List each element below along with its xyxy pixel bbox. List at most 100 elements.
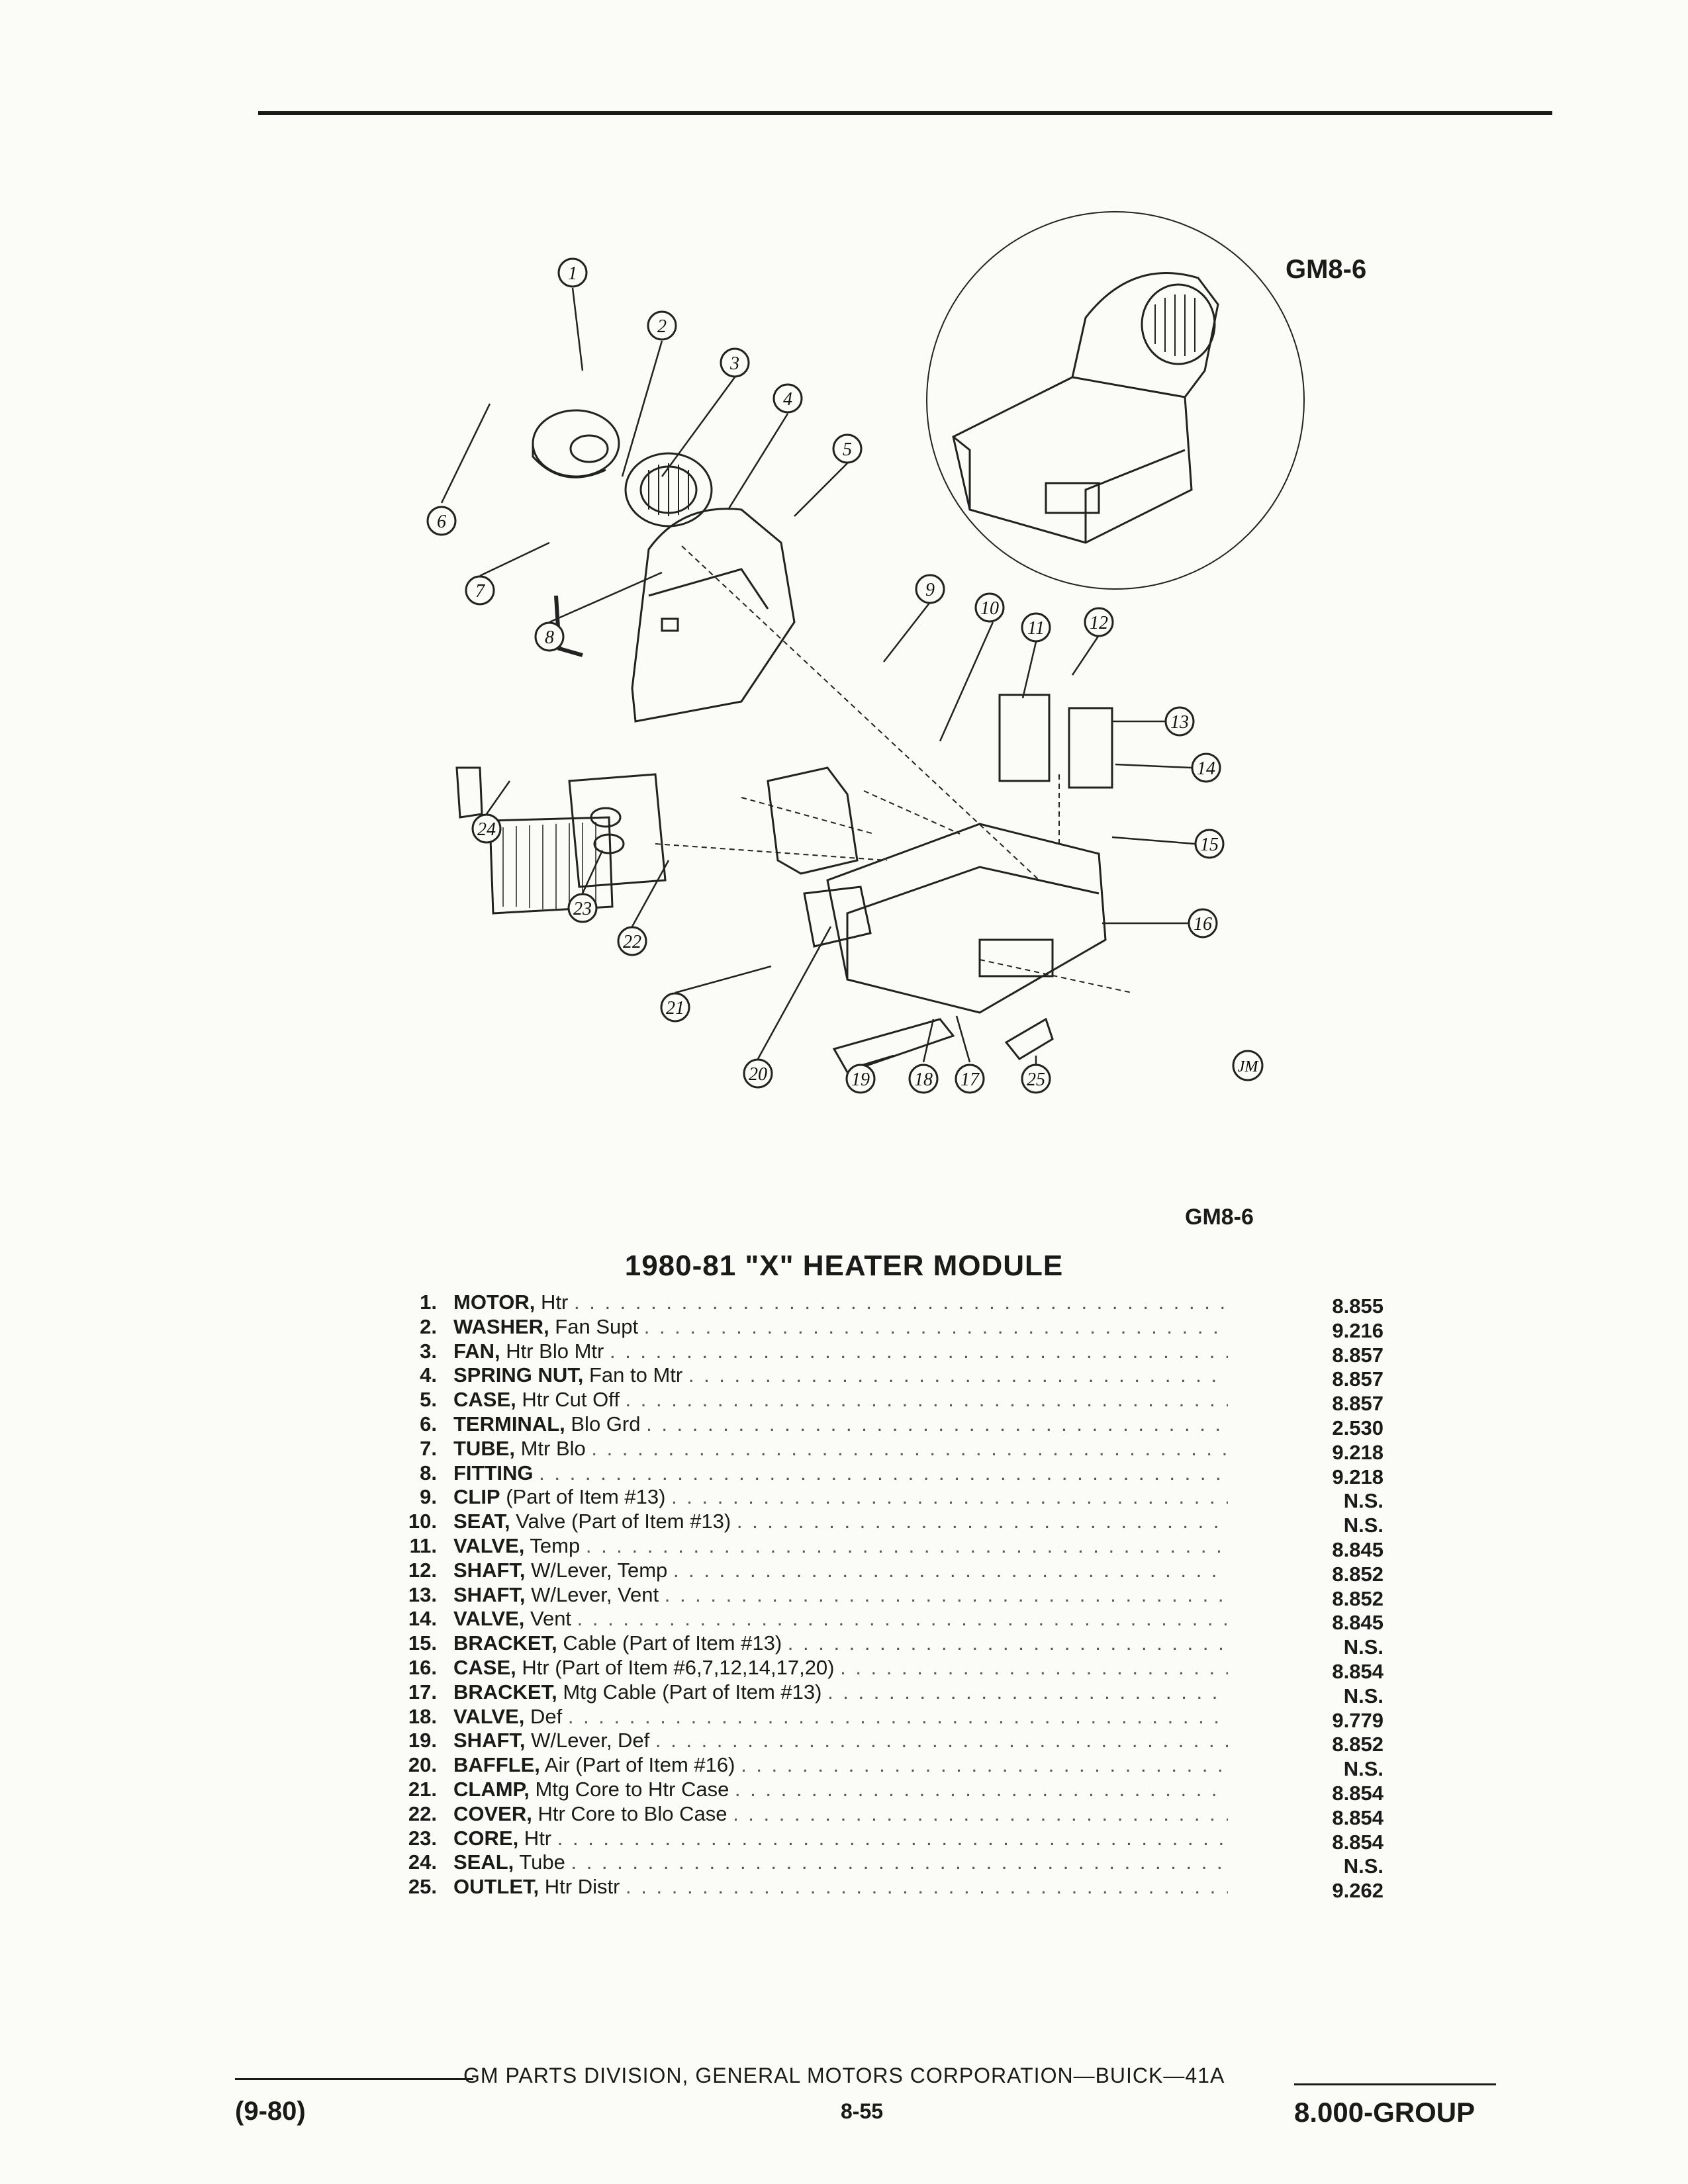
parts-list-row: 2.WASHER, Fan Supt . . . . . . . . . . .… [371,1314,1390,1342]
callout-label: 23 [573,899,592,919]
item-detail: Htr [518,1826,557,1850]
parts-list-row: 7.TUBE, Mtr Blo . . . . . . . . . . . . … [371,1436,1390,1464]
dot-leader: . . . . . . . . . . . . . . . . . . . . … [557,1826,1228,1850]
item-description: CLIP (Part of Item #13) . . . . . . . . … [453,1485,1228,1510]
parts-list-row: 17.BRACKET, Mtg Cable (Part of Item #13)… [371,1680,1390,1707]
item-number: 7. [420,1436,437,1460]
callout-label: 15 [1200,835,1219,855]
item-name: SPRING NUT, [453,1363,584,1387]
parts-list-row: 3.FAN, Htr Blo Mtr . . . . . . . . . . .… [371,1340,1390,1367]
item-detail: Fan Supt [549,1314,644,1338]
item-description: VALVE, Vent . . . . . . . . . . . . . . … [453,1607,1228,1631]
temp-valve-part [998,694,1051,782]
dot-leader: . . . . . . . . . . . . . . . . . . . . … [671,1485,1228,1509]
item-name: CLIP [453,1485,500,1509]
item-name: SEAT, [453,1510,510,1533]
item-reference: 9.218 [1332,1440,1383,1464]
callout-circle [915,574,945,604]
parts-list-row: 8.FITTING . . . . . . . . . . . . . . . … [371,1461,1390,1488]
item-number: 23. [408,1826,437,1850]
item-number: 6. [420,1412,437,1435]
item-description: TERMINAL, Blo Grd . . . . . . . . . . . … [453,1412,1228,1437]
parts-list-row: 21.CLAMP, Mtg Core to Htr Case . . . . .… [371,1778,1390,1805]
callout-circle [1021,1064,1051,1094]
parts-list-row: 13.SHAFT, W/Lever, Vent . . . . . . . . … [371,1582,1390,1610]
item-reference: 8.852 [1332,1586,1383,1610]
item-description: CASE, Htr Cut Off . . . . . . . . . . . … [453,1388,1228,1412]
outlet-part [1004,1017,1054,1060]
item-detail: Htr (Part of Item #6,7,12,14,17,20) [516,1655,841,1679]
item-reference: 8.854 [1332,1830,1383,1854]
item-detail: W/Lever, Temp [525,1558,673,1582]
item-reference: 8.852 [1332,1733,1383,1756]
item-reference: N.S. [1343,1757,1383,1781]
item-number: 4. [420,1363,437,1387]
item-name: VALVE, [453,1704,525,1728]
callout-circle [1191,752,1221,783]
item-number: 5. [420,1388,437,1412]
item-detail: Vent [524,1607,577,1631]
callout-label: 14 [1197,758,1215,779]
item-description: CORE, Htr . . . . . . . . . . . . . . . … [453,1827,1228,1851]
callout-label: 1 [568,263,577,284]
item-number: 14. [408,1607,437,1631]
item-number: 15. [408,1631,437,1655]
callout-label: 24 [477,819,496,840]
heater-case-part [826,823,1107,1014]
dot-leader: . . . . . . . . . . . . . . . . . . . . … [827,1680,1228,1704]
item-description: OUTLET, Htr Distr . . . . . . . . . . . … [453,1875,1228,1899]
item-description: FITTING . . . . . . . . . . . . . . . . … [453,1461,1228,1486]
item-description: SEAL, Tube . . . . . . . . . . . . . . .… [453,1850,1228,1875]
item-description: BRACKET, Cable (Part of Item #13) . . . … [453,1631,1228,1656]
item-description: FAN, Htr Blo Mtr . . . . . . . . . . . .… [453,1340,1228,1364]
item-number: 18. [408,1704,437,1728]
page-number: 8-55 [841,2099,884,2123]
item-reference: N.S. [1343,1684,1383,1707]
callout-label: 13 [1170,712,1189,733]
item-reference: 2.530 [1332,1416,1383,1439]
item-detail: Fan to Mtr [583,1363,688,1387]
item-detail: (Part of Item #13) [500,1485,672,1509]
callout-circle [908,1064,939,1094]
figure-code-top: GM8-6 [1286,255,1367,284]
callout-circle [647,310,677,341]
item-description: CLAMP, Mtg Core to Htr Case . . . . . . … [453,1778,1228,1802]
item-reference: 9.218 [1332,1465,1383,1488]
dot-leader: . . . . . . . . . . . . . . . . . . . . … [643,1314,1228,1338]
item-number: 22. [408,1801,437,1825]
dot-leader: . . . . . . . . . . . . . . . . . . . . … [840,1655,1228,1679]
callout-circle [743,1058,773,1089]
callout-label: 7 [475,581,485,602]
dot-leader: . . . . . . . . . . . . . . . . . . . . … [734,1777,1228,1801]
item-description: CASE, Htr (Part of Item #6,7,12,14,17,20… [453,1656,1228,1680]
item-reference: N.S. [1343,1514,1383,1537]
callout-label: 19 [851,1069,870,1090]
item-description: BRACKET, Mtg Cable (Part of Item #13) . … [453,1680,1228,1705]
item-name: COVER, [453,1801,532,1825]
callout-label: 16 [1194,914,1212,934]
item-number: 13. [408,1582,437,1606]
group-number: 8.000-GROUP [1294,2097,1476,2128]
item-name: CORE, [453,1826,519,1850]
item-reference: 8.857 [1332,1343,1383,1367]
callout-label: 12 [1090,613,1108,633]
parts-list: 1.MOTOR, Htr . . . . . . . . . . . . . .… [371,1291,1390,1902]
parts-list-row: 15. BRACKET, Cable (Part of Item #13) . .… [371,1631,1390,1659]
dot-leader: . . . . . . . . . . . . . . . . . . . . … [646,1412,1228,1435]
item-reference: 9.779 [1332,1708,1383,1732]
item-reference: 8.845 [1332,1611,1383,1635]
parts-list-row: 10.SEAT, Valve (Part of Item #13) . . . … [371,1510,1390,1537]
figure-code-bottom: GM8-6 [1185,1205,1254,1230]
item-number: 20. [408,1753,437,1777]
callout-circle [1194,829,1225,859]
callout-label: 6 [437,512,446,532]
callout-circle [720,347,750,378]
page-title: 1980-81 "X" HEATER MODULE [624,1250,1064,1282]
fan-part [624,452,713,527]
parts-list-row: 9. CLIP (Part of Item #13) . . . . . . . … [371,1485,1390,1512]
dot-leader: . . . . . . . . . . . . . . . . . . . . … [673,1558,1228,1582]
item-number: 10. [408,1510,437,1533]
item-number: 9. [420,1485,437,1509]
parts-list-row: 22.COVER, Htr Core to Blo Case . . . . .… [371,1801,1390,1829]
heater-core-part [489,816,614,915]
